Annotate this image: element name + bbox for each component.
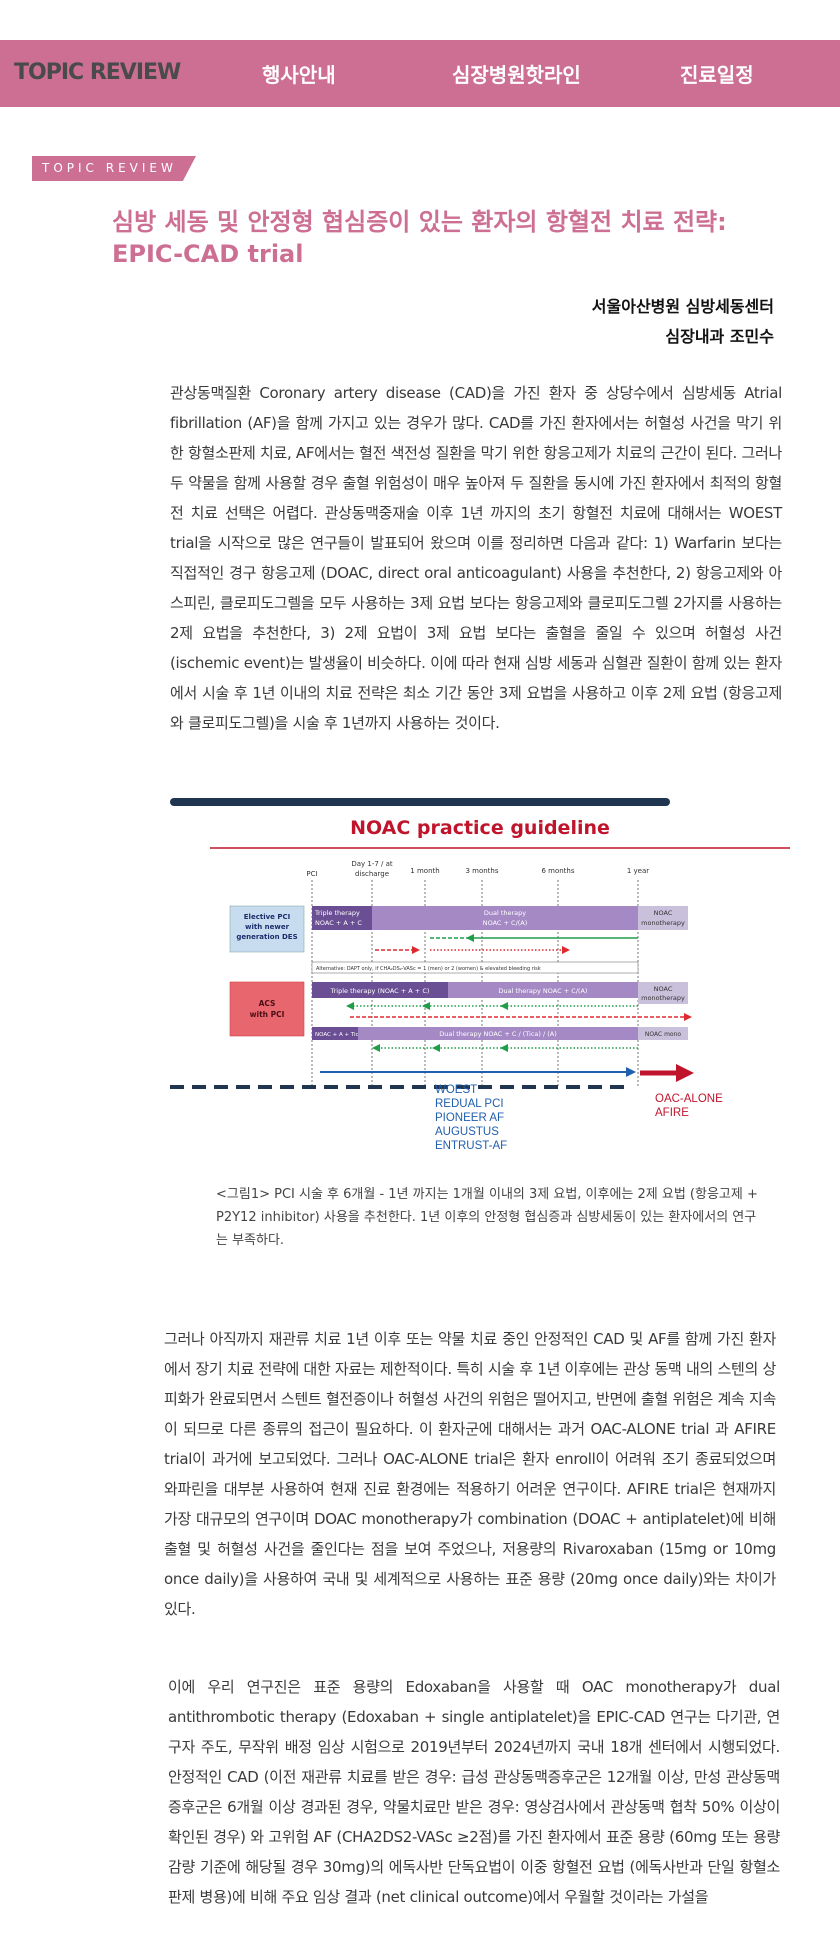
article-title-line2: EPIC-CAD trial xyxy=(112,240,304,268)
elective-pci-label-1: Elective PCI xyxy=(244,913,290,921)
trials-blue-list: WOEST REDUAL PCI PIONEER AF AUGUSTUS ENT… xyxy=(435,1084,507,1152)
trial-oac-alone: OAC-ALONE xyxy=(655,1093,723,1105)
article-title-line1: 심방 세동 및 안정형 협심증이 있는 환자의 항혈전 치료 전략: xyxy=(112,208,727,236)
acs-pci-label-2: with PCI xyxy=(250,1010,285,1019)
row1-mono-label-2: monotherapy xyxy=(641,919,685,927)
row2-dual-label: Dual therapy NOAC + C/(A) xyxy=(499,987,588,995)
timeline-label-day: Day 1-7 / at xyxy=(351,860,393,868)
row3-short-bar xyxy=(312,1027,358,1040)
alternative-text: Alternative: DAPT only, if CHA₂DS₂-VASc … xyxy=(316,966,541,972)
paragraph-second: 그러나 아직까지 재관류 치료 1년 이후 또는 약물 치료 중인 안정적인 C… xyxy=(164,1330,776,1618)
elective-pci-label-3: generation DES xyxy=(236,933,297,941)
trial-augustus: AUGUSTUS xyxy=(435,1126,499,1138)
timeline-label-1m: 1 month xyxy=(410,867,439,875)
trial-woest: WOEST xyxy=(435,1084,477,1096)
row1-triple-label-1: Triple therapy xyxy=(314,909,360,917)
trial-pioneer: PIONEER AF xyxy=(435,1112,504,1124)
row1-dual-label-2: NOAC + C/(A) xyxy=(483,919,528,927)
acs-pci-box xyxy=(229,981,305,1037)
acs-pci-label-1: ACS xyxy=(259,999,276,1008)
row2-triple-bar xyxy=(312,982,448,998)
figure-top-bar xyxy=(170,798,670,806)
trial-afire: AFIRE xyxy=(655,1107,689,1119)
figure-title: NOAC practice guideline xyxy=(350,817,610,839)
row1-mono-bar xyxy=(638,906,688,930)
nav-brand[interactable]: TOPIC REVIEW xyxy=(14,60,181,85)
noac-guideline-figure: NOAC practice guideline PCI Day 1-7 / at… xyxy=(170,798,790,1152)
row1-triple-label-2: NOAC + A + C xyxy=(315,919,362,927)
row2-triple-label: Triple therapy (NOAC + A + C) xyxy=(330,987,430,995)
row3-short-label: NOAC + A + Tica* xyxy=(315,1032,365,1038)
trial-entrust: ENTRUST-AF xyxy=(435,1140,507,1152)
top-navigation-bar: TOPIC REVIEW 행사안내 심장병원핫라인 진료일정 xyxy=(0,40,840,107)
timeline-label-discharge: discharge xyxy=(355,870,389,878)
article-title: 심방 세동 및 안정형 협심증이 있는 환자의 항혈전 치료 전략: EPIC-… xyxy=(112,206,812,270)
trial-redual: REDUAL PCI xyxy=(435,1098,504,1110)
row3-mono-label: NOAC mono xyxy=(645,1031,682,1038)
row3-mono-bar xyxy=(638,1027,688,1040)
timeline-label-pci: PCI xyxy=(306,870,317,878)
timeline-label-1y: 1 year xyxy=(627,867,649,875)
nav-item-schedule[interactable]: 진료일정 xyxy=(680,63,754,87)
row2-mono-label-1: NOAC xyxy=(654,985,673,993)
timeline-label-3m: 3 months xyxy=(465,867,498,875)
row1-dual-label-1: Dual therapy xyxy=(484,909,526,917)
row1-mono-label-1: NOAC xyxy=(654,909,673,917)
row2-mono-label-2: monotherapy xyxy=(641,994,685,1002)
topic-review-tag: TOPIC REVIEW xyxy=(32,156,196,181)
row2-dual-bar xyxy=(448,982,638,998)
author-affiliation: 서울아산병원 심방세동센터 xyxy=(591,297,774,316)
elective-pci-label-2: with newer xyxy=(245,923,290,931)
row2-mono-bar xyxy=(638,982,688,1004)
elective-pci-box xyxy=(229,905,305,953)
nav-item-events[interactable]: 행사안내 xyxy=(262,63,336,87)
paragraph-third: 이에 우리 연구진은 표준 용량의 Edoxaban을 사용할 때 OAC mo… xyxy=(168,1678,780,1906)
timeline-label-6m: 6 months xyxy=(541,867,574,875)
timeline-labels: PCI Day 1-7 / at discharge 1 month 3 mon… xyxy=(306,860,649,878)
article-author: 서울아산병원 심방세동센터 심장내과 조민수 xyxy=(592,292,774,352)
nav-item-hotline[interactable]: 심장병원핫라인 xyxy=(452,63,581,87)
paragraph-intro: 관상동맥질환 Coronary artery disease (CAD)을 가진… xyxy=(170,384,782,732)
figure-caption: <그림1> PCI 시술 후 6개월 - 1년 까지는 1개월 이내의 3제 요… xyxy=(216,1187,758,1248)
author-name: 심장내과 조민수 xyxy=(665,327,774,346)
row3-dual-bar xyxy=(358,1027,638,1040)
row3-dual-label: Dual therapy NOAC + C / (Tica) / (A) xyxy=(439,1030,557,1038)
alternative-box xyxy=(311,961,639,974)
row1-dual-bar xyxy=(372,906,638,930)
row1-triple-bar xyxy=(312,906,372,930)
trials-red-list: OAC-ALONE AFIRE xyxy=(655,1093,723,1119)
